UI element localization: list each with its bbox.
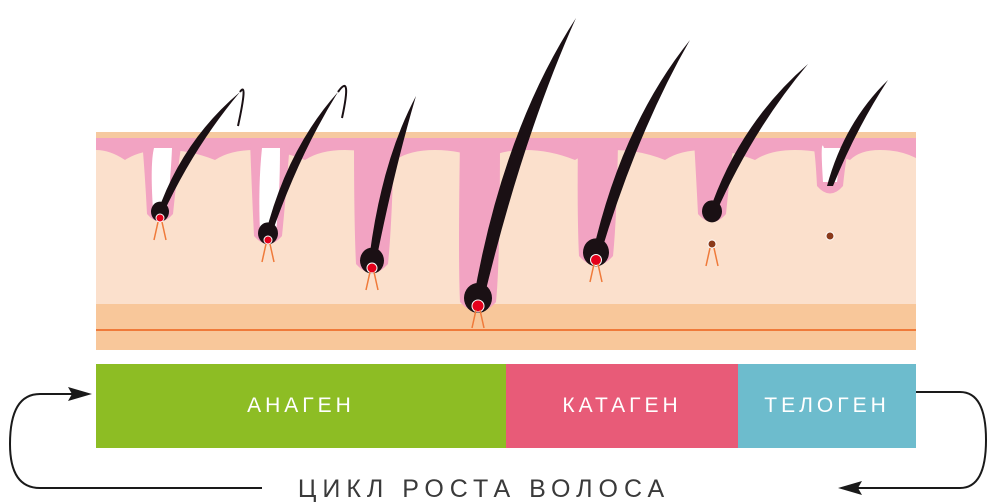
phase-anagen-label: АНАГЕН (247, 394, 355, 418)
hair-curl (238, 90, 244, 126)
dermal-papilla (156, 214, 164, 222)
phase-telogen-label: ТЕЛОГЕН (764, 394, 890, 418)
phase-anagen: АНАГЕН (96, 364, 506, 448)
dermal-papilla (826, 232, 834, 240)
phase-catagen: КАТАГЕН (506, 364, 738, 448)
dermal-papilla (591, 255, 602, 266)
dermal-papilla (472, 300, 484, 312)
subcutaneous-layer (96, 304, 916, 350)
epidermis-top (96, 132, 916, 138)
dermal-papilla (367, 263, 377, 273)
hair-bulb (702, 200, 722, 222)
phase-telogen: ТЕЛОГЕН (738, 364, 916, 448)
phase-catagen-label: КАТАГЕН (562, 394, 681, 418)
cycle-title: ЦИКЛ РОСТА ВОЛОСА (262, 474, 706, 504)
skin-cross-section (96, 132, 916, 350)
dermal-papilla (708, 240, 716, 248)
dermal-papilla (264, 236, 272, 244)
hair-curl (338, 86, 346, 118)
